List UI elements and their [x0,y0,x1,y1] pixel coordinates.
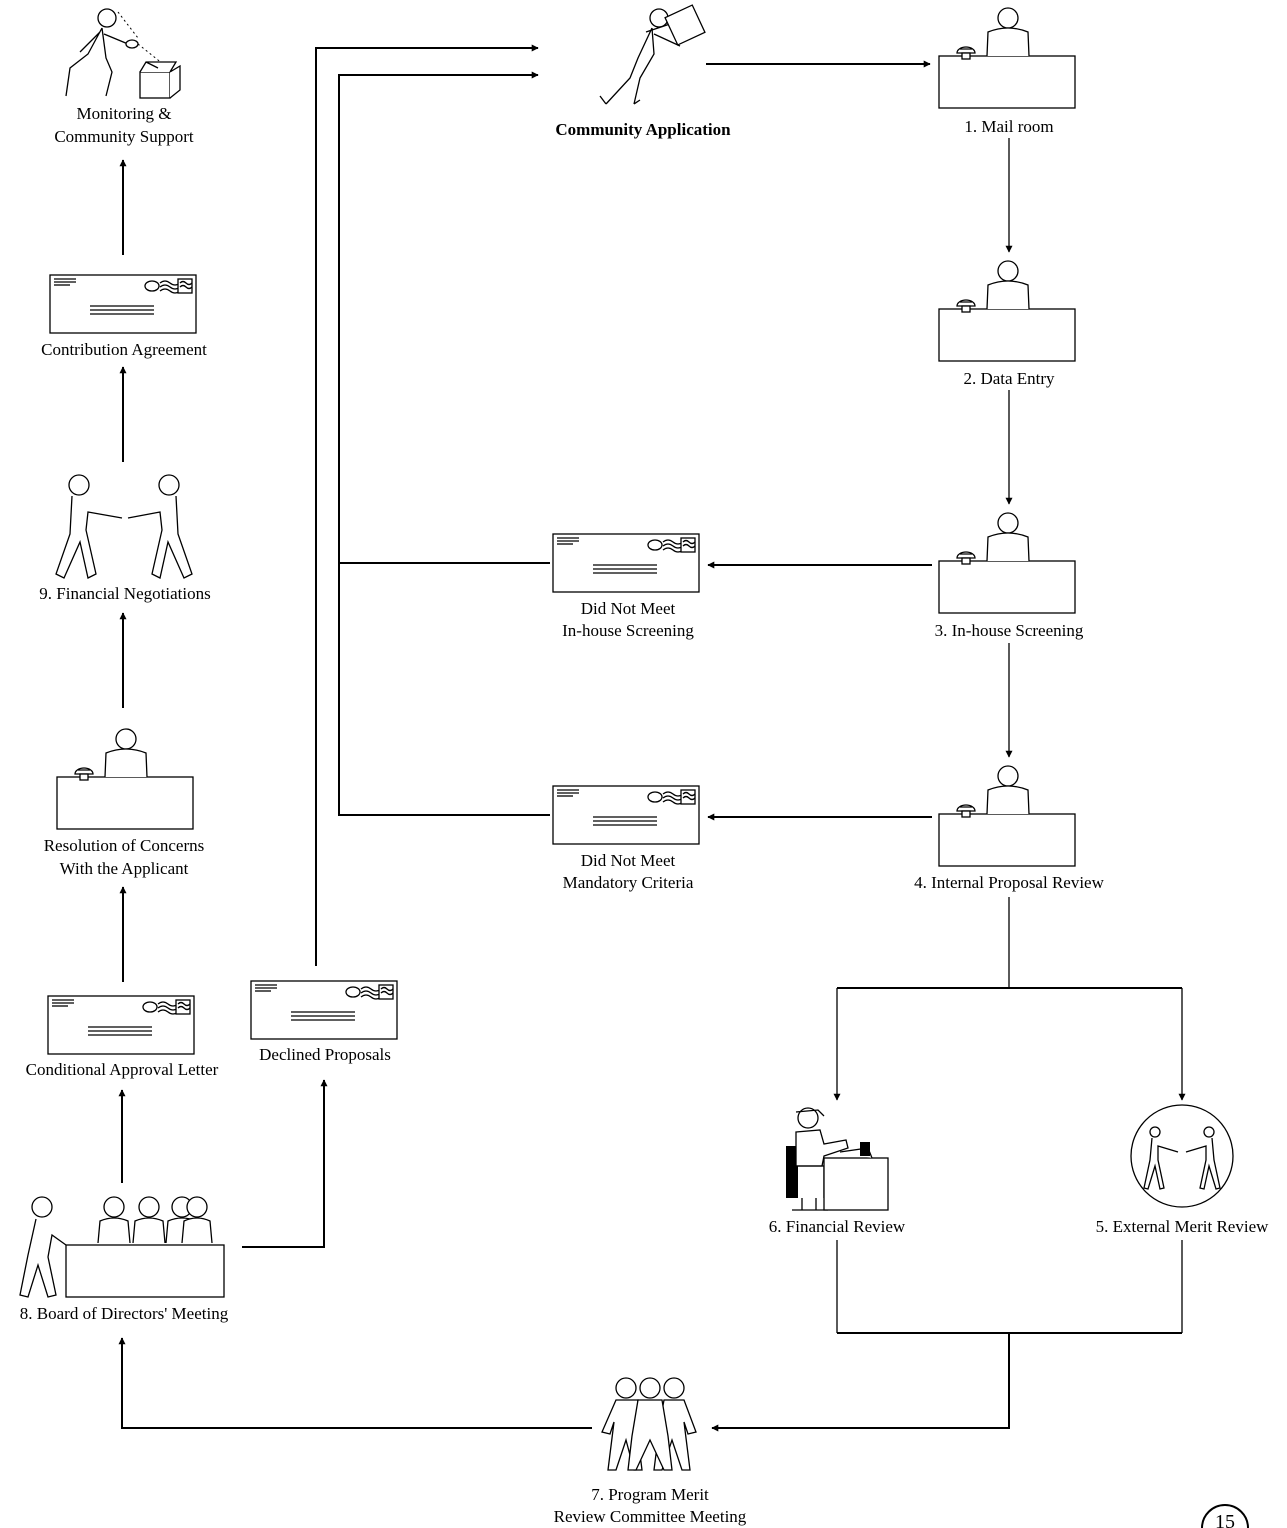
label-board-meeting: 8. Board of Directors' Meeting [20,1304,229,1323]
arrow-to-board [118,1337,592,1429]
page-number: 15 [1215,1511,1235,1528]
arrow-reject-loop [338,71,550,816]
label-financial-review: 6. Financial Review [769,1217,906,1236]
agreement-letter-icon [49,274,197,334]
arrow-declined-loop [315,44,539,966]
label-reject-criteria-2: Mandatory Criteria [563,873,694,892]
label-resolution-1: Resolution of Concerns [44,836,205,855]
arrow-board-to-declined [242,1079,328,1248]
person-carrying-package-icon [599,4,706,105]
label-reject-screening-2: In-house Screening [562,621,694,640]
label-conditional-approval: Conditional Approval Letter [26,1060,219,1079]
external-review-handshake-icon [1130,1104,1234,1208]
reject-criteria-letter-icon [552,785,700,845]
label-program-merit-2: Review Committee Meeting [554,1507,747,1526]
label-contribution-agreement: Contribution Agreement [41,340,207,359]
resolution-desk-icon [56,728,194,830]
page-number-badge [1201,1504,1249,1528]
declined-letter-icon [250,980,398,1040]
label-reject-criteria-1: Did Not Meet [581,851,676,870]
connectors [118,44,1186,1432]
label-resolution-2: With the Applicant [60,859,189,878]
arrow-to-program-merit [711,1333,1010,1432]
label-monitoring-2: Community Support [54,127,194,146]
label-internal-review: 4. Internal Proposal Review [914,873,1105,892]
handshake-icon [55,474,193,579]
label-mail-room: 1. Mail room [964,117,1053,136]
conditional-letter-icon [47,995,195,1055]
board-meeting-icon [19,1196,225,1298]
label-data-entry: 2. Data Entry [963,369,1055,388]
magnifier-inspection-icon [65,8,181,99]
reject-screening-letter-icon [552,533,700,593]
internal-review-desk-icon [938,765,1076,867]
committee-group-icon [601,1377,697,1471]
data-entry-desk-icon [938,260,1076,362]
screening-desk-icon [938,512,1076,614]
label-financial-negotiations: 9. Financial Negotiations [39,584,210,603]
label-monitoring-1: Monitoring & [77,104,172,123]
label-inhouse-screening: 3. In-house Screening [935,621,1084,640]
label-program-merit-1: 7. Program Merit [591,1485,709,1504]
label-declined-proposals: Declined Proposals [259,1045,391,1064]
label-reject-screening-1: Did Not Meet [581,599,676,618]
label-community-application: Community Application [555,120,731,139]
mail-room-desk-icon [938,7,1076,109]
label-external-merit: 5. External Merit Review [1096,1217,1270,1236]
computer-worker-icon [786,1107,889,1211]
